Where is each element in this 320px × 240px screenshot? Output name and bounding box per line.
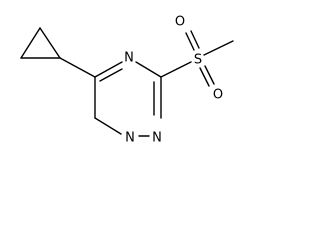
bond-sulfur-oxygen-bottom-double	[204, 65, 215, 85]
cyclopropyl-ring	[20, 27, 61, 59]
atom-sulfur: S	[194, 53, 202, 68]
atom-n-bottom-left: N	[125, 131, 135, 146]
bond-c5-n4-double	[99, 68, 123, 82]
bond-cyclopropyl-2	[39, 27, 61, 59]
bond-sulfur-oxygen-top-double	[190, 30, 200, 49]
atom-n-bottom-right: N	[152, 131, 162, 146]
bond-sulfur-oxygen-top	[185, 32, 195, 51]
bond-cyclopropyl-1	[20, 27, 41, 59]
atom-oxygen-bottom: O	[213, 88, 223, 103]
chemical-structure-diagram: N N N S O O	[20, 15, 234, 146]
bond-sulfur-methyl	[203, 40, 234, 56]
atom-n-top: N	[124, 51, 134, 66]
atom-oxygen-top: O	[175, 15, 185, 30]
bond-n1-c6	[94, 117, 122, 135]
bond-n4-c3	[135, 61, 162, 78]
bond-c3-sulfur	[160, 61, 192, 78]
triazine-ring	[94, 61, 162, 137]
bond-cyclopropyl-triazine	[59, 57, 96, 78]
bond-c5-n4	[94, 61, 123, 78]
bond-sulfur-oxygen-bottom	[199, 67, 210, 87]
